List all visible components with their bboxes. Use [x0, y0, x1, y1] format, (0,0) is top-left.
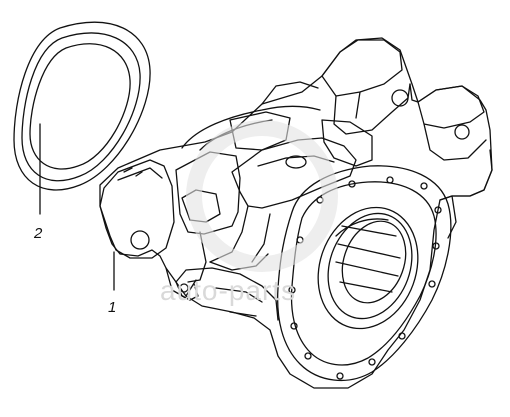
watermark-text: auto-parts — [160, 275, 296, 306]
watermark: auto-parts — [160, 120, 338, 306]
callout-label-1: 1 — [108, 299, 116, 316]
seal-ring — [13, 21, 151, 191]
callout-label-2: 2 — [33, 225, 43, 242]
watermark-logo-icon — [186, 120, 338, 272]
housing — [99, 37, 493, 389]
